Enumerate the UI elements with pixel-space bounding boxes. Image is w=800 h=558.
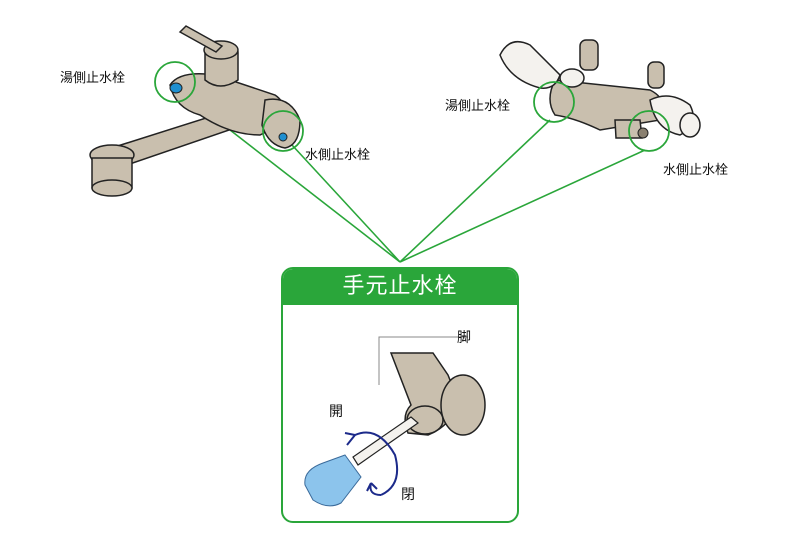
right-hot-valve-highlight (533, 81, 575, 123)
detail-box-title: 手元止水栓 (283, 269, 517, 305)
hand-stop-valve-detail-box: 手元止水栓 脚 開 閉 (281, 267, 519, 523)
right-hot-valve-label: 湯側止水栓 (445, 99, 511, 114)
left-hot-valve-icon (169, 82, 183, 94)
leg-label: 脚 (457, 330, 471, 346)
close-label: 閉 (401, 487, 415, 503)
faucet-leg (389, 352, 486, 436)
right-cold-valve-label: 水側止水栓 (663, 163, 729, 178)
left-hot-valve-label: 湯側止水栓 (60, 71, 126, 86)
left-cold-valve-label: 水側止水栓 (305, 148, 371, 163)
left-cold-valve-highlight (262, 110, 304, 152)
connector-line-right-cold (399, 149, 646, 263)
left-hot-valve-highlight (154, 61, 196, 103)
open-label: 開 (329, 404, 343, 420)
stop-valve-illustration (304, 336, 486, 507)
connector-line-right-hot (399, 119, 551, 263)
close-arrow-icon (366, 482, 382, 496)
right-faucet-handles (499, 40, 701, 138)
left-cold-valve-icon (278, 132, 288, 142)
right-cold-valve-highlight (628, 110, 670, 152)
screwdriver-handle (304, 454, 362, 507)
two-handle-faucet-illustration (549, 39, 665, 139)
single-lever-faucet-illustration (89, 25, 301, 197)
rotation-arc (354, 431, 399, 496)
connector-line-left-cold (291, 144, 401, 263)
leg-pointer-line (378, 336, 468, 385)
right-cold-valve-icon (637, 127, 649, 139)
open-arrow-icon (344, 432, 356, 446)
